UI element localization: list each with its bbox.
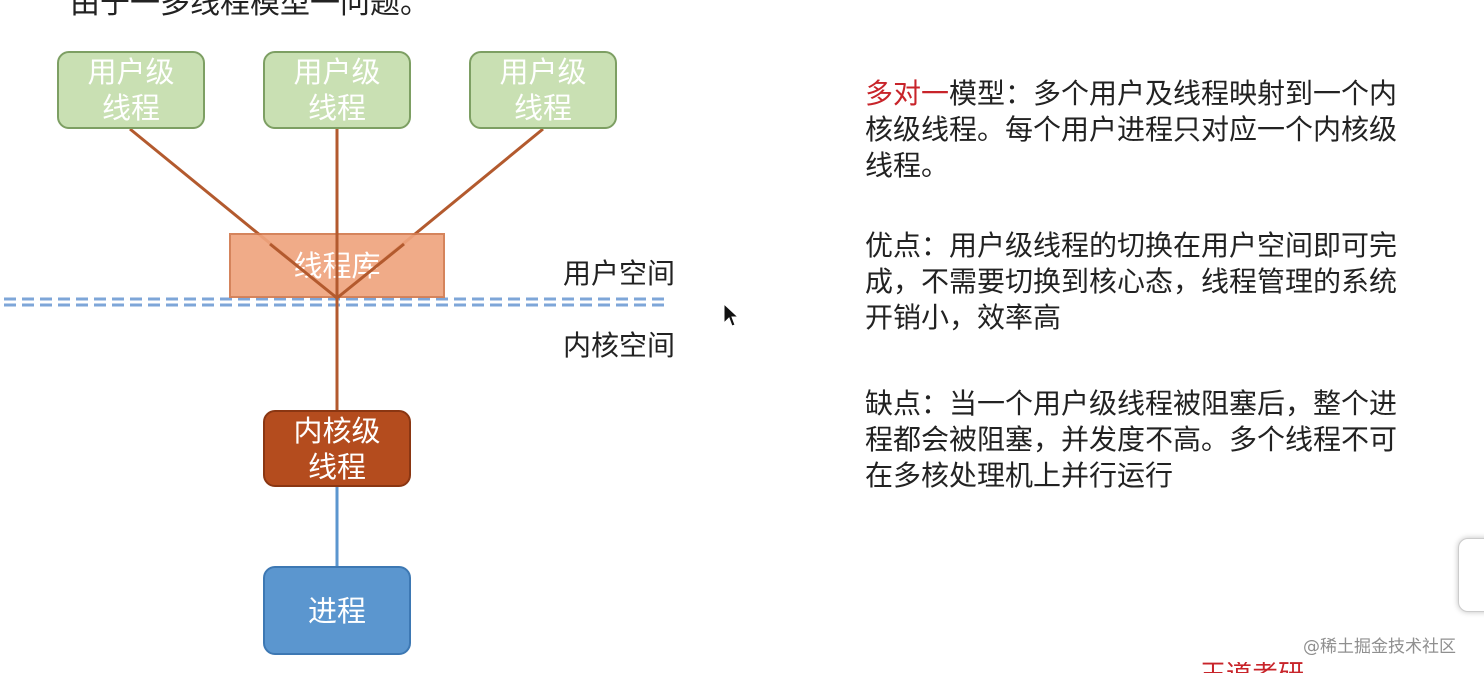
watermark: @稀土掘金技术社区 [1303, 637, 1456, 657]
disadvantages-text: 缺点：当一个用户级线程被阻塞后，整个进 程都会被阻塞，并发度不高。多个线程不可 … [865, 386, 1484, 494]
model-description-line: 多对一模型：多个用户及线程映射到一个内 [865, 76, 1484, 112]
model-description: 多对一模型：多个用户及线程映射到一个内 核级线程。每个用户进程只对应一个内核级 … [865, 76, 1484, 184]
process-node: 进程 [263, 566, 411, 655]
disadvantages-line: 程都会被阻塞，并发度不高。多个线程不可 [865, 423, 1398, 456]
model-description-line: 线程。 [865, 149, 950, 182]
advantages-text: 优点：用户级线程的切换在用户空间即可完 成，不需要切换到核心态，线程管理的系统 … [865, 228, 1484, 336]
advantages-line: 成，不需要切换到核心态，线程管理的系统 [865, 265, 1398, 298]
user-thread-node: 用户级 线程 [57, 51, 205, 129]
side-floating-widget[interactable] [1458, 538, 1484, 612]
user-thread-node: 用户级 线程 [263, 51, 411, 129]
model-description-line: 核级线程。每个用户进程只对应一个内核级 [865, 113, 1398, 146]
slide-heading: 由于一多线程模型一问题。 [70, 0, 430, 21]
user-thread-label: 用户级 线程 [499, 55, 587, 125]
user-space-label: 用户空间 [563, 257, 676, 290]
model-description-text: 模型：多个用户及线程映射到一个内 [949, 77, 1398, 110]
advantages-line: 优点：用户级线程的切换在用户空间即可完 [865, 229, 1398, 262]
user-thread-label: 用户级 线程 [87, 55, 175, 125]
model-name: 多对一 [865, 77, 950, 110]
disadvantages-line: 缺点：当一个用户级线程被阻塞后，整个进 [865, 387, 1398, 420]
disadvantages-line: 在多核处理机上并行运行 [865, 459, 1174, 492]
process-label: 进程 [307, 593, 366, 628]
footer-partial-text: 王道考研 [1200, 662, 1304, 673]
kernel-thread-label: 内核级 线程 [293, 413, 381, 484]
user-thread-label: 用户级 线程 [293, 55, 381, 125]
user-thread-node: 用户级 线程 [469, 51, 617, 129]
thread-library-node: 线程库 [229, 233, 445, 298]
footer-partial: 王道考研 [1200, 662, 1484, 673]
kernel-space-label: 内核空间 [563, 329, 676, 362]
kernel-thread-node: 内核级 线程 [263, 410, 411, 487]
advantages-line: 开销小，效率高 [865, 301, 1062, 334]
thread-library-label: 线程库 [293, 248, 381, 283]
mouse-cursor-icon [723, 303, 740, 327]
